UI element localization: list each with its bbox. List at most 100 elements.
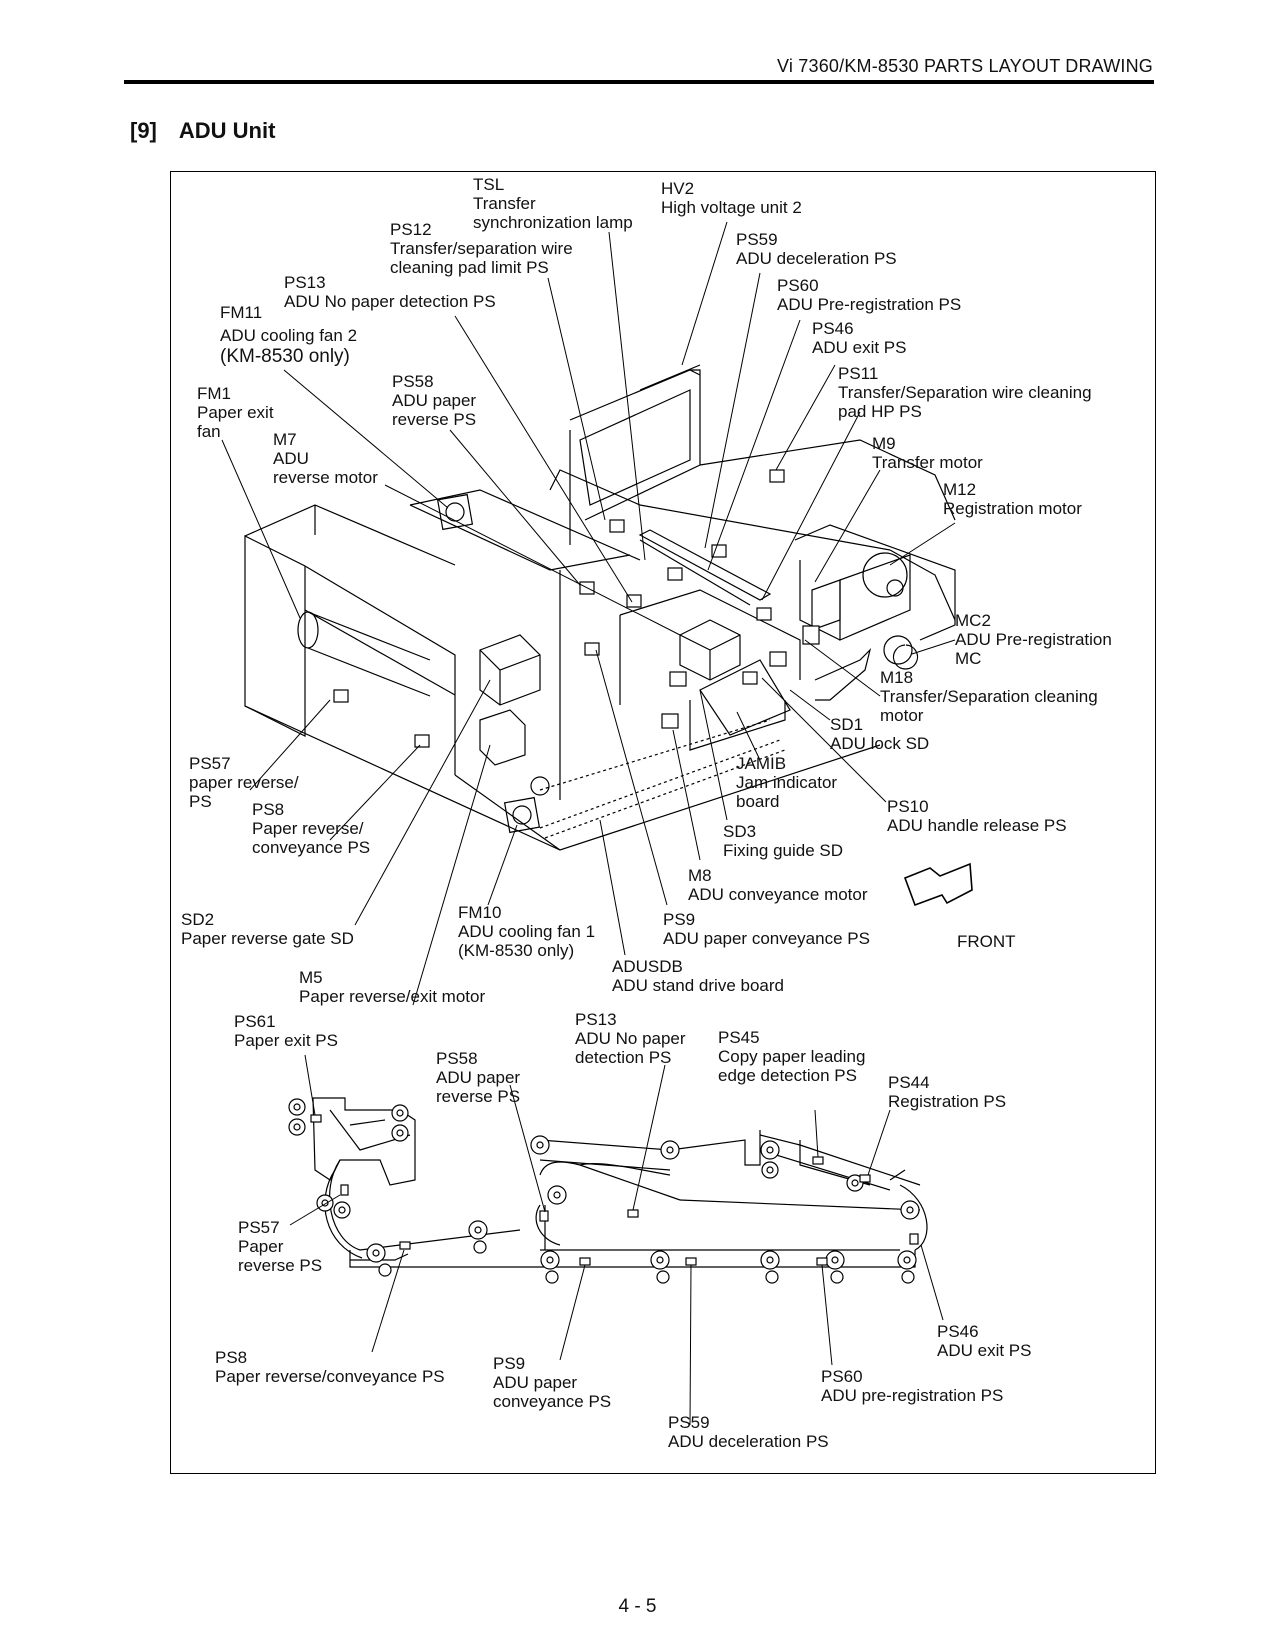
- label-code: PS60: [777, 276, 819, 295]
- label-ps59: PS59 ADU deceleration PS: [736, 230, 897, 268]
- document-header-title: Vi 7360/KM-8530 PARTS LAYOUT DRAWING: [777, 56, 1153, 76]
- label-code: M5: [299, 968, 323, 987]
- label-ps8-bottom: PS8 Paper reverse/conveyance PS: [215, 1348, 445, 1386]
- label-text: Paper reverse/: [252, 819, 364, 838]
- label-ps8-top: PS8 Paper reverse/ conveyance PS: [252, 800, 370, 857]
- label-text: synchronization lamp: [473, 213, 633, 232]
- label-text: Transfer: [473, 194, 536, 213]
- label-ps58-top: PS58 ADU paper reverse PS: [392, 372, 476, 429]
- label-ps44: PS44 Registration PS: [888, 1073, 1006, 1111]
- label-code: M9: [872, 434, 896, 453]
- label-code: JAMIB: [736, 754, 787, 773]
- label-ps60-bottom: PS60 ADU pre-registration PS: [821, 1367, 1003, 1405]
- label-text: ADU cooling fan 1: [458, 922, 596, 941]
- label-ps46-top: PS46 ADU exit PS: [812, 319, 906, 357]
- label-mc2: MC2 ADU Pre-registration MC: [955, 611, 1112, 668]
- label-sd2: SD2 Paper reverse gate SD: [181, 910, 354, 948]
- label-m8: M8 ADU conveyance motor: [688, 866, 868, 904]
- label-text: Paper exit PS: [234, 1031, 338, 1050]
- label-adusdb: ADUSDB ADU stand drive board: [612, 957, 784, 995]
- label-text: ADU pre-registration PS: [821, 1386, 1004, 1405]
- label-m7: M7 ADU reverse motor: [273, 430, 378, 487]
- label-fm1: FM1 Paper exit fan: [197, 384, 274, 441]
- label-code: PS59: [736, 230, 778, 249]
- label-text: Transfer/Separation cleaning: [880, 687, 1098, 706]
- section-heading: [9] ADU Unit: [130, 118, 275, 144]
- label-code: M8: [688, 866, 712, 885]
- label-text: pad HP PS: [838, 402, 922, 421]
- label-text: Paper reverse gate SD: [181, 929, 354, 948]
- label-code: SD1: [830, 715, 864, 734]
- label-text: Paper: [238, 1237, 284, 1256]
- label-ps45: PS45 Copy paper leading edge detection P…: [718, 1028, 865, 1085]
- label-text: ADU exit PS: [937, 1341, 1032, 1360]
- label-text: board: [736, 792, 780, 811]
- label-sd3: SD3 Fixing guide SD: [723, 822, 843, 860]
- page-number: 4 - 5: [618, 1596, 657, 1617]
- label-code: SD2: [181, 910, 215, 929]
- label-text: cleaning pad limit PS: [390, 258, 549, 277]
- label-code: PS9: [663, 910, 696, 929]
- label-jamib: JAMIB Jam indicator board: [736, 754, 837, 811]
- label-code: ADUSDB: [612, 957, 683, 976]
- label-text: Paper exit: [197, 403, 274, 422]
- section-title: ADU Unit: [178, 118, 276, 143]
- label-code: PS13: [575, 1010, 617, 1029]
- label-code: PS13: [284, 273, 326, 292]
- label-ps57-bottom: PS57 Paper reverse PS: [238, 1218, 322, 1275]
- leader-lines-upper: [221, 221, 956, 1006]
- label-ps13-top: PS13 ADU No paper detection PS: [284, 273, 496, 311]
- label-code: PS58: [436, 1049, 478, 1068]
- label-code: TSL: [473, 175, 505, 194]
- label-m5: M5 Paper reverse/exit motor: [299, 968, 485, 1006]
- label-text: detection PS: [575, 1048, 672, 1067]
- label-code: PS9: [493, 1354, 526, 1373]
- adu-unit-3d-drawing: [244, 364, 973, 907]
- label-text: ADU conveyance motor: [688, 885, 868, 904]
- label-text: ADU Pre-registration PS: [777, 295, 962, 314]
- label-code: M7: [273, 430, 297, 449]
- label-text: High voltage unit 2: [661, 198, 802, 217]
- label-text: PS: [189, 792, 212, 811]
- label-text: Transfer/Separation wire cleaning: [838, 383, 1092, 402]
- label-hv2: HV2 High voltage unit 2: [661, 179, 802, 217]
- label-text: ADU handle release PS: [887, 816, 1067, 835]
- label-text: ADU cooling fan 2: [220, 326, 358, 345]
- label-text: Registration PS: [888, 1092, 1007, 1111]
- label-code: PS8: [215, 1348, 248, 1367]
- label-text: ADU paper conveyance PS: [663, 929, 870, 948]
- leader-lines-lower: [289, 1054, 944, 1426]
- label-text: conveyance PS: [493, 1392, 612, 1411]
- label-text: (KM-8530 only): [458, 941, 575, 960]
- label-fm10: FM10 ADU cooling fan 1 (KM-8530 only): [458, 903, 595, 960]
- label-text: ADU deceleration PS: [668, 1432, 829, 1451]
- label-text: ADU No paper: [575, 1029, 686, 1048]
- label-code: FM10: [458, 903, 502, 922]
- label-text: Paper reverse/exit motor: [299, 987, 486, 1006]
- label-code: PS10: [887, 797, 929, 816]
- label-code: PS60: [821, 1367, 863, 1386]
- label-text: ADU stand drive board: [612, 976, 784, 995]
- label-text: reverse PS: [436, 1087, 521, 1106]
- label-text: ADU: [273, 449, 309, 468]
- label-ps9-top: PS9 ADU paper conveyance PS: [663, 910, 870, 948]
- label-text: edge detection PS: [718, 1066, 857, 1085]
- label-ps13-bottom: PS13 ADU No paper detection PS: [575, 1010, 686, 1067]
- label-code: PS46: [812, 319, 854, 338]
- label-ps11: PS11 Transfer/Separation wire cleaning p…: [838, 364, 1092, 421]
- label-tsl: TSL Transfer synchronization lamp: [473, 175, 633, 232]
- label-text: Transfer/separation wire: [390, 239, 573, 258]
- label-code: PS44: [888, 1073, 930, 1092]
- label-ps60-top: PS60 ADU Pre-registration PS: [777, 276, 961, 314]
- label-text: ADU paper: [392, 391, 477, 410]
- label-code: M12: [943, 480, 977, 499]
- label-text: reverse PS: [238, 1256, 323, 1275]
- section-number: [9]: [130, 118, 157, 143]
- label-text: motor: [880, 706, 924, 725]
- label-text: (KM-8530 only): [220, 346, 350, 367]
- label-code: FM1: [197, 384, 231, 403]
- label-text: ADU Pre-registration: [955, 630, 1112, 649]
- label-code: PS61: [234, 1012, 276, 1031]
- header-rule: [124, 80, 1154, 84]
- label-code: PS45: [718, 1028, 760, 1047]
